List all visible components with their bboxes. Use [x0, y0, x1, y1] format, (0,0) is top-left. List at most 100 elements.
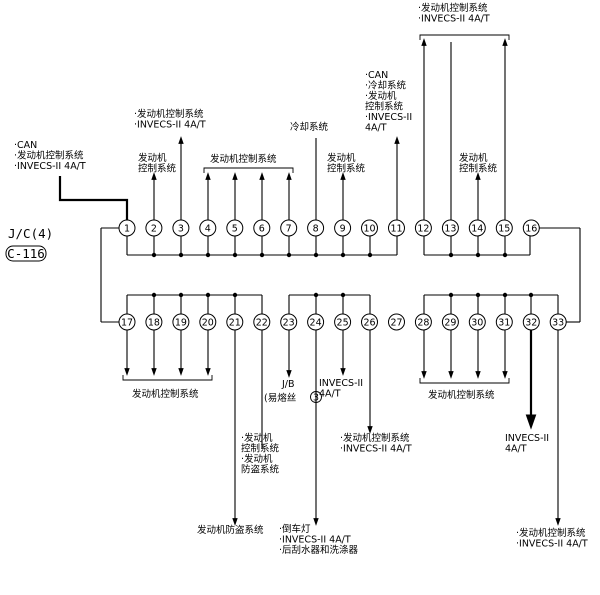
top-bus-left	[126, 236, 398, 258]
bottom-brackets	[122, 375, 510, 384]
terminal-19-number: 19	[175, 318, 187, 329]
terminal-7-number: 7	[286, 224, 292, 235]
label-line: 发动机防盗系统	[197, 524, 264, 536]
terminal-15-circle	[495, 219, 513, 237]
label-line: INVECS-II	[319, 378, 363, 389]
label-terminals-17-20: 发动机控制系统	[132, 388, 199, 400]
terminal-3-number: 3	[178, 224, 184, 235]
label-line: ·INVECS-II 4A/T	[134, 120, 206, 131]
terminal-33-circle	[549, 313, 567, 331]
label-line: 发动机	[327, 152, 356, 164]
terminal-15-number: 15	[498, 224, 510, 235]
label-line: ·CAN	[14, 140, 37, 151]
label-terminal-23-fuse: (易熔丝	[264, 392, 296, 404]
label-terminal-9: 发动机控制系统	[327, 152, 366, 175]
terminal-29-number: 29	[444, 318, 456, 329]
label-line: 发动机控制系统	[210, 153, 277, 165]
terminal-7-circle	[280, 219, 298, 237]
terminal-30-circle	[468, 313, 486, 331]
terminal-3-circle	[172, 219, 190, 237]
label-terminal-24: ·倒车灯·INVECS-II 4A/T·后刮水器和洗涤器	[279, 523, 359, 556]
label-line: 4A/T	[365, 123, 387, 134]
terminal-5-circle	[226, 219, 244, 237]
label-terminal-2: 发动机控制系统	[138, 152, 177, 175]
bottom-output-wires	[124, 330, 561, 526]
label-line: ·发动机控制系统	[134, 108, 204, 120]
terminal-21-circle	[226, 313, 244, 331]
terminal-12-circle	[414, 219, 432, 237]
terminal-4-circle	[199, 219, 217, 237]
terminal-12-number: 12	[417, 224, 429, 235]
terminal-31-number: 31	[498, 318, 510, 329]
label-line: ·发动机控制系统	[14, 150, 84, 162]
terminal-6-number: 6	[259, 224, 265, 235]
top-bus-right	[423, 236, 531, 258]
terminal-20-number: 20	[202, 318, 214, 329]
label-line: ·INVECS-II	[365, 112, 412, 123]
terminal-11-number: 11	[390, 224, 402, 235]
label-line: 防盗系统	[241, 464, 280, 476]
terminal-11-circle	[388, 219, 405, 237]
terminal-22-number: 22	[256, 318, 268, 329]
label-line: 控制系统	[365, 101, 404, 113]
label-line: ·发动机控制系统	[516, 527, 586, 539]
label-line: 发动机	[138, 152, 167, 164]
terminal-10-number: 10	[363, 224, 375, 235]
terminal-17-circle	[118, 313, 136, 331]
terminal-24-number: 24	[310, 318, 322, 329]
label-line: ·发动机控制系统	[340, 432, 410, 444]
terminal-23-number: 23	[283, 318, 295, 329]
terminal-6-circle	[253, 219, 271, 237]
terminal-9-circle	[334, 219, 352, 237]
bottom-bus-right	[423, 292, 559, 314]
connector-name: J/C(4)	[8, 226, 53, 241]
bottom-bus-middle	[288, 292, 371, 314]
label-terminal-14: 发动机控制系统	[459, 152, 498, 175]
label-line: ·冷却系统	[365, 80, 407, 92]
terminal-18-number: 18	[148, 318, 160, 329]
terminal-32-circle	[522, 313, 540, 331]
connector-outline	[100, 227, 581, 323]
terminal-13-circle	[441, 219, 459, 237]
terminal-13-number: 13	[444, 224, 456, 235]
connector-code-frame	[5, 245, 47, 262]
terminal-27-circle	[388, 313, 405, 331]
terminal-16-circle	[522, 219, 540, 237]
terminal-21-number: 21	[229, 318, 241, 329]
terminal-1-circle	[118, 219, 136, 237]
label-terminal-1: ·CAN·发动机控制系统·INVECS-II 4A/T	[14, 140, 86, 172]
label-line: ·INVECS-II 4A/T	[14, 161, 86, 172]
fuse-number-circle	[310, 391, 322, 403]
terminal-10-circle	[361, 219, 378, 237]
terminal-1-number: 1	[124, 224, 130, 235]
label-line: 控制系统	[138, 163, 177, 175]
terminal-4-number: 4	[205, 224, 211, 235]
terminal-24-circle	[307, 313, 325, 331]
label-line: INVECS-II	[505, 433, 549, 444]
terminal-26-number: 26	[363, 318, 375, 329]
label-line: ·倒车灯	[279, 523, 311, 535]
terminal-29-circle	[441, 313, 459, 331]
terminal-17-number: 17	[121, 318, 133, 329]
label-terminal-8: 冷却系统	[290, 121, 329, 133]
terminal-23-circle	[280, 313, 298, 331]
label-terminals-12-15: ·发动机控制系统·INVECS-II 4A/T	[418, 2, 490, 25]
label-line: ·发动机	[241, 453, 273, 465]
terminal-27-number: 27	[390, 318, 402, 329]
terminal-14-circle	[468, 219, 486, 237]
label-terminal-3: ·发动机控制系统·INVECS-II 4A/T	[134, 108, 206, 131]
terminal-16-number: 16	[525, 224, 537, 235]
label-line: ·CAN	[365, 70, 388, 81]
label-line: ·后刮水器和洗涤器	[279, 544, 359, 556]
label-terminal-23-fuse-number: 3	[313, 393, 319, 404]
top-output-wires	[58, 38, 508, 220]
terminal-8-number: 8	[313, 224, 319, 235]
label-line: ·INVECS-II 4A/T	[418, 14, 490, 25]
label-line: 发动机控制系统	[428, 389, 495, 401]
